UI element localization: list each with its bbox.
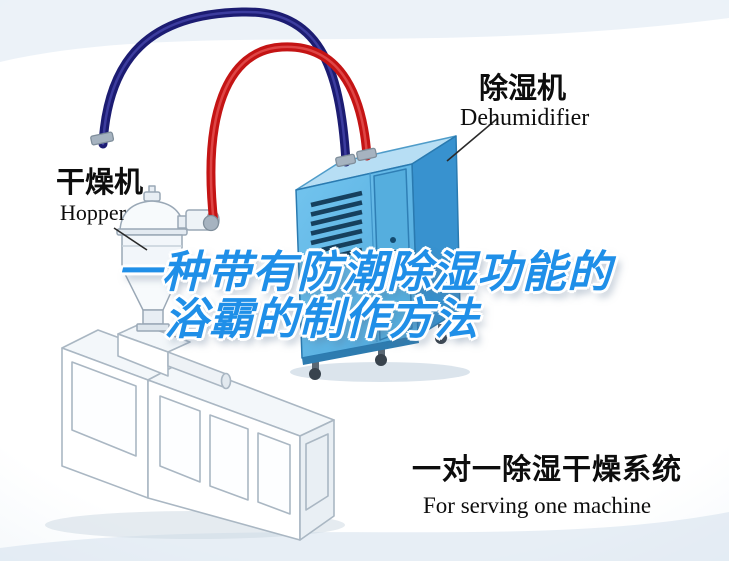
dehumidifier-base-trim <box>302 336 419 365</box>
hopper-dome <box>119 200 185 231</box>
dehumidifier-button <box>390 237 396 243</box>
dehumidifier-label-zh: 除湿机 <box>479 73 567 105</box>
hopper-illustration <box>116 185 220 332</box>
patent-title-line2: 浴霸的制作方法 <box>0 283 729 347</box>
dehumidifier-illustration <box>295 135 461 380</box>
extruder-panel <box>71 361 137 457</box>
system-label-zh: 一对一除湿干燥系统 <box>412 454 683 486</box>
pipe-connectors <box>90 131 378 232</box>
pointer-line-hopper <box>113 227 148 251</box>
extruder-door <box>209 414 249 501</box>
extruder-door <box>159 395 201 483</box>
background-swoosh-bottom <box>0 512 729 561</box>
hopper-label-en: Hopper <box>60 200 126 225</box>
system-label-en: For serving one machine <box>423 493 652 518</box>
patent-title-line1: 一种带有防潮除湿功能的 <box>117 248 612 297</box>
extruder-door <box>257 432 291 515</box>
dehumidifier-shadow <box>290 362 470 382</box>
patent-title-line2-text: 浴霸的制作方法 <box>164 295 479 344</box>
pointer-line-dehumidifier <box>446 117 499 162</box>
dehumidifier-vent-grille <box>310 190 363 265</box>
dehumidifier-casters <box>309 324 447 380</box>
background-swoosh-top <box>0 0 729 62</box>
dehumidifier-label-en: Dehumidifier <box>460 105 590 131</box>
extruder-side-panel <box>305 433 329 511</box>
blue-pipe <box>98 7 351 167</box>
hopper-label-zh: 干燥机 <box>56 167 144 199</box>
dehumidifier-button <box>390 249 396 255</box>
red-pipe <box>206 42 372 229</box>
extruder-illustration <box>61 323 335 541</box>
